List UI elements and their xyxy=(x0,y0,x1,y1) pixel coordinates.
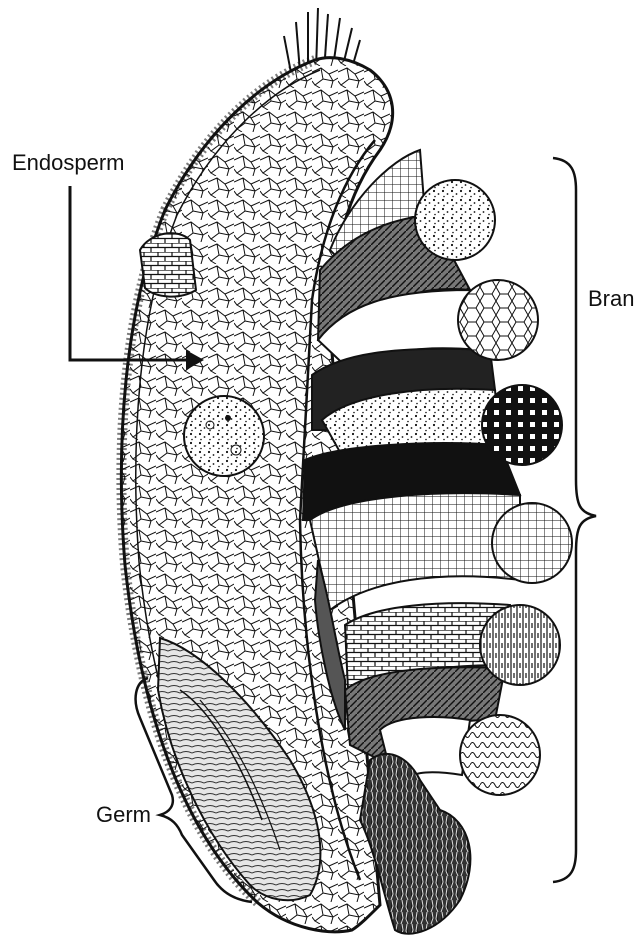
surface-hair-detail xyxy=(140,233,196,296)
bran-label: Bran xyxy=(588,286,634,312)
endosperm-label: Endosperm xyxy=(12,150,125,176)
germ-label: Germ xyxy=(96,802,151,828)
detail-circle-4 xyxy=(492,503,572,583)
detail-circle-6 xyxy=(460,715,540,795)
starch-cell-detail xyxy=(184,396,264,476)
detail-circle-5 xyxy=(480,605,560,685)
detail-circle-3 xyxy=(482,385,562,465)
detail-circle-1 xyxy=(415,180,495,260)
detail-circle-2 xyxy=(458,280,538,360)
bran-layer-7 xyxy=(310,493,520,610)
